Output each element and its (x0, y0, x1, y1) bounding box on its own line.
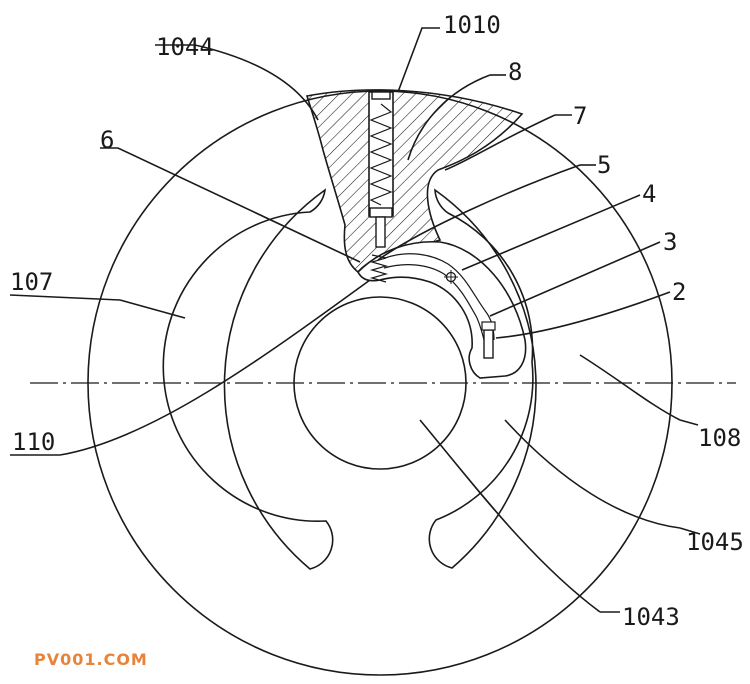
label-1010: 1010 (443, 11, 501, 39)
leader-lines (9, 27, 701, 613)
label-107: 107 (10, 268, 53, 296)
pin-2 (483, 329, 494, 359)
watermark: PV001.COM (34, 650, 148, 669)
arc-channel (357, 240, 527, 379)
label-8: 8 (508, 58, 522, 86)
label-7: 7 (573, 102, 587, 130)
label-5: 5 (597, 151, 611, 179)
left-kidney-slot (162, 188, 334, 570)
label-1044: 1044 (156, 33, 214, 61)
label-4: 4 (642, 180, 656, 208)
label-3: 3 (663, 228, 677, 256)
plunger-head (369, 207, 393, 218)
label-6: 6 (100, 126, 114, 154)
central-bore (293, 296, 467, 470)
spring (369, 103, 393, 206)
spring-cap (371, 91, 391, 100)
plunger-stem (375, 216, 386, 248)
label-108: 108 (698, 424, 741, 452)
label-1045: 1045 (686, 528, 744, 556)
label-110: 110 (12, 428, 55, 456)
right-kidney-slot (428, 188, 537, 569)
small-spring (369, 254, 389, 283)
label-2: 2 (672, 278, 686, 306)
arc-inner-line-2 (383, 264, 485, 341)
label-1043: 1043 (622, 603, 680, 631)
pin-2-head (481, 321, 496, 331)
